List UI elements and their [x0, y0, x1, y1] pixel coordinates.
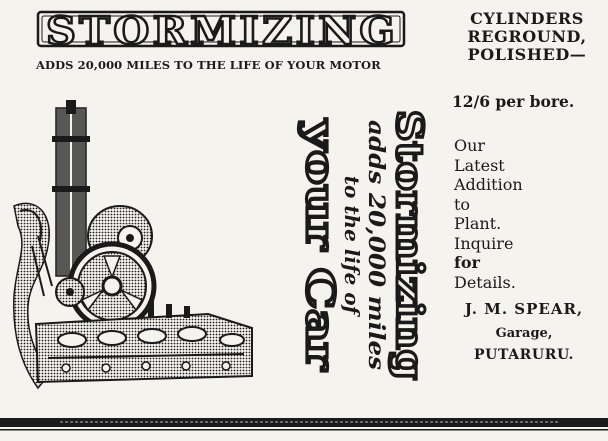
dealer-town: PUTARURU. — [474, 347, 574, 363]
offer-word: Latest — [454, 155, 505, 175]
offer-word: Details. — [454, 272, 516, 292]
dealer-block: J. M. SPEAR, Garage, PUTARURU. — [440, 300, 608, 363]
heading-line: CYLINDERS — [470, 9, 584, 28]
stormizing-logo-icon: STORMIZING — [36, 7, 406, 54]
dealer-name: J. M. SPEAR, — [464, 300, 584, 318]
price-per-bore: 12/6 per bore. — [452, 92, 575, 111]
offer-word: for — [454, 253, 480, 272]
service-heading: CYLINDERS REGROUND, POLISHED— — [452, 10, 602, 64]
offer-word: Inquire — [454, 233, 514, 253]
offer-text: Our Latest Addition to Plant. Inquire fo… — [454, 136, 574, 292]
stormizing-logo: STORMIZING — [36, 4, 408, 54]
logo-tagline: ADDS 20,000 MILES TO THE LIFE OF YOUR MO… — [36, 58, 381, 72]
heading-line: REGROUND, — [467, 27, 587, 46]
slogan-line-3: to the life of — [340, 176, 364, 318]
offer-word: Plant. — [454, 214, 502, 233]
slogan-line-2: adds 20,000 miles — [363, 120, 389, 370]
offer-word: Addition — [454, 175, 523, 194]
heading-line: POLISHED— — [467, 45, 587, 64]
cylinder-grinding-machine-icon — [13, 100, 253, 390]
vertical-slogan: Stormizing adds 20,000 miles to the life… — [296, 109, 431, 382]
offer-word: Our — [454, 136, 486, 155]
logo-wordmark: STORMIZING — [46, 8, 398, 53]
slogan-line-1: Stormizing — [388, 110, 430, 380]
slogan-line-4: your Car — [298, 119, 343, 372]
bottom-rule — [0, 418, 608, 431]
offer-word: to — [454, 194, 471, 214]
dealer-garage: Garage, — [495, 326, 553, 341]
